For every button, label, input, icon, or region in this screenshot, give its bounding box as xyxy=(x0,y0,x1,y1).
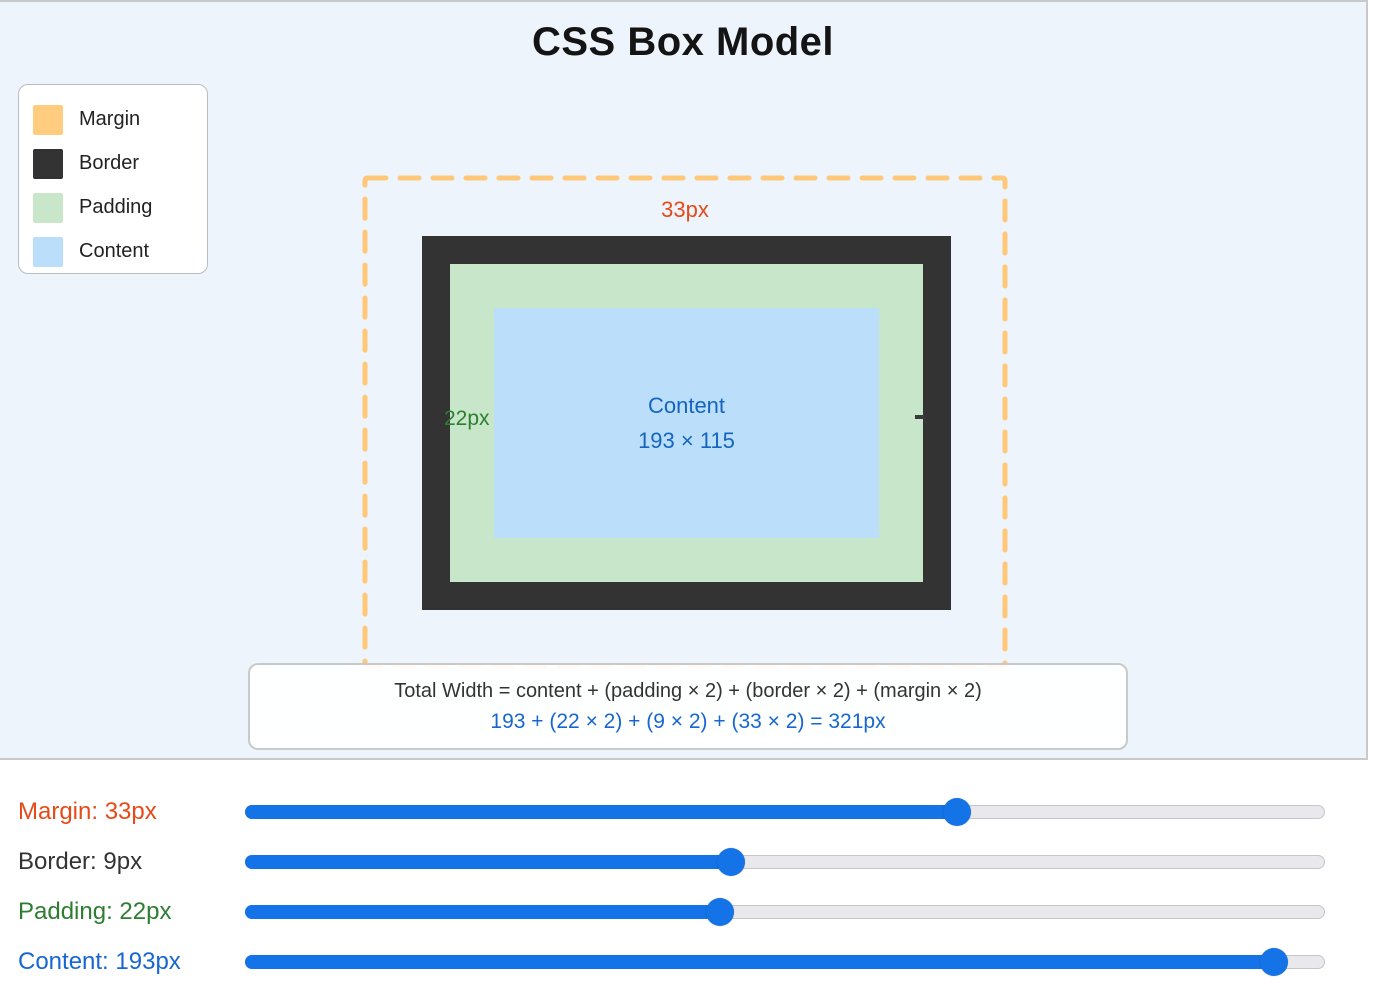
formula-box: Total Width = content + (padding × 2) + … xyxy=(248,663,1128,750)
content-slider-row: Content: 193px xyxy=(0,940,1376,984)
box-model-panel: CSS Box Model Margin Border Padding Cont… xyxy=(0,0,1368,760)
border-box: Content 193 × 115 22px xyxy=(422,236,951,610)
margin-dashed-outline xyxy=(362,175,1008,669)
legend-item-border: Border xyxy=(33,143,207,184)
padding-slider[interactable] xyxy=(245,898,1325,926)
border-slider[interactable] xyxy=(245,848,1325,876)
margin-box: 33px Content 193 × 115 22px xyxy=(362,175,1008,669)
margin-value-label: 33px xyxy=(661,197,709,222)
border-slider-thumb[interactable] xyxy=(717,848,746,876)
padding-slider-row: Padding: 22px xyxy=(0,890,1376,934)
content-box: Content 193 × 115 xyxy=(494,308,879,538)
margin-slider-row: Margin: 33px xyxy=(0,790,1376,834)
content-slider-label: Content: 193px xyxy=(18,948,181,975)
content-color-swatch xyxy=(33,236,63,267)
padding-value-label: 22px xyxy=(444,407,490,430)
content-slider[interactable] xyxy=(245,948,1325,976)
legend-item-content: Content xyxy=(33,231,207,272)
margin-slider[interactable] xyxy=(245,798,1325,826)
legend-label-content: Content xyxy=(79,240,150,262)
legend-item-margin: Margin xyxy=(33,99,207,140)
content-label: Content xyxy=(647,392,726,418)
legend: Margin Border Padding Content xyxy=(18,84,208,274)
legend-label-margin: Margin xyxy=(79,108,141,130)
legend-label-padding: Padding xyxy=(79,196,153,218)
content-slider-thumb[interactable] xyxy=(1259,948,1288,976)
padding-slider-fill xyxy=(245,905,721,919)
padding-slider-label: Padding: 22px xyxy=(18,898,172,925)
content-slider-fill xyxy=(245,955,1274,969)
border-slider-label: Border: 9px xyxy=(18,848,143,875)
margin-slider-thumb[interactable] xyxy=(943,798,972,826)
legend-item-padding: Padding xyxy=(33,187,207,228)
slider-controls: Margin: 33px Border: 9px Padding: 22px C… xyxy=(0,761,1376,1006)
padding-color-swatch xyxy=(33,192,63,223)
page-title: CSS Box Model xyxy=(531,20,835,64)
margin-slider-fill xyxy=(245,805,958,819)
padding-slider-thumb[interactable] xyxy=(706,898,735,926)
formula-result: 193 + (22 × 2) + (9 × 2) + (33 × 2) = 32… xyxy=(490,709,886,733)
margin-color-swatch xyxy=(33,104,63,135)
padding-box: Content 193 × 115 22px xyxy=(444,264,923,582)
legend-label-border: Border xyxy=(79,152,140,174)
border-color-swatch xyxy=(33,148,63,179)
content-size-label: 193 × 115 xyxy=(638,428,735,453)
border-width-tick xyxy=(915,415,925,419)
margin-slider-label: Margin: 33px xyxy=(18,798,157,825)
formula-definition: Total Width = content + (padding × 2) + … xyxy=(394,679,982,702)
border-slider-row: Border: 9px xyxy=(0,840,1376,884)
border-slider-fill xyxy=(245,855,732,869)
